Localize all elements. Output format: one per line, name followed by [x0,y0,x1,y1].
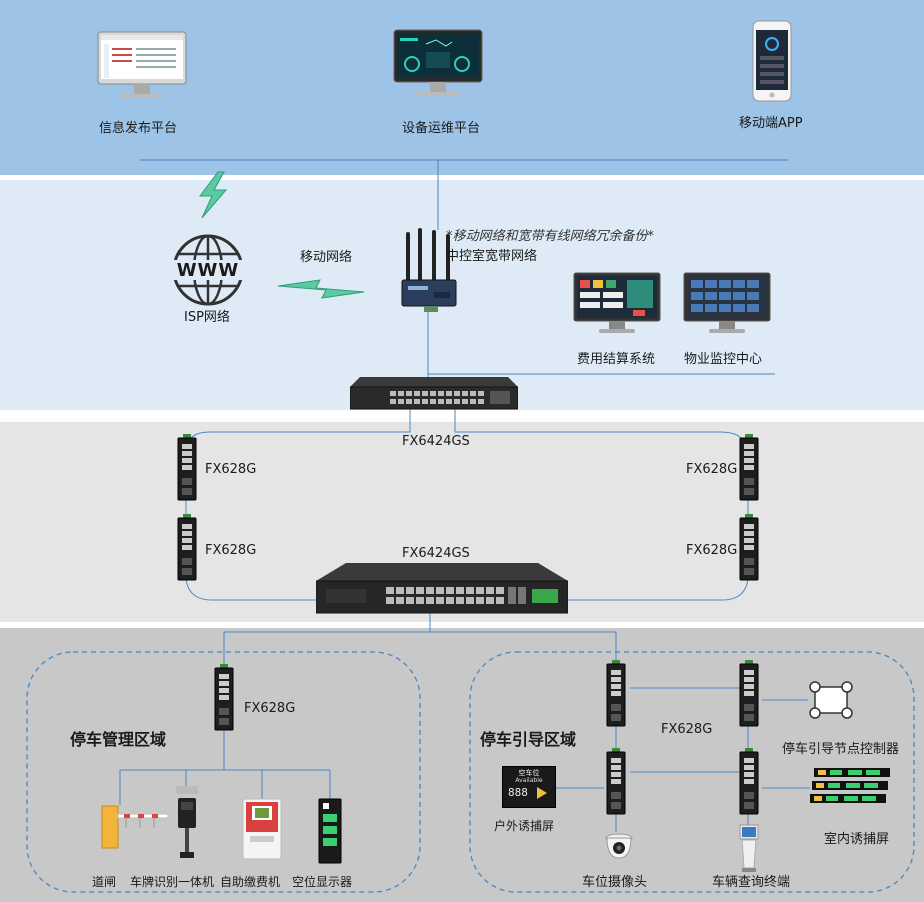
isp-label: ISP网络 [184,310,230,325]
sign-digits: 888 [508,786,528,799]
din-switch-icon [739,434,759,501]
gate-label: 道闸 [92,875,117,889]
core-switch-top[interactable] [349,377,519,415]
parking-camera[interactable] [604,832,634,866]
mobile-network-label: 移动网络 [300,250,353,265]
router-icon [401,228,457,312]
barrier-gate-icon [101,805,169,849]
guide-zone-title: 停车引导区域 [480,730,577,749]
guide-switch-d[interactable] [739,748,759,820]
din-switch-icon [606,748,626,815]
indoor-screen-label: 室内诱捕屏 [824,832,890,847]
ops-platform-monitor[interactable] [392,28,484,104]
din-switch-icon [214,664,234,731]
info-platform-label: 信息发布平台 [99,121,178,136]
broadband-label: 中控室宽带网络 [446,249,538,264]
query-kiosk-icon [739,824,759,872]
core-switch-bottom[interactable] [315,563,569,619]
mgmt-zone-title: 停车管理区域 [70,730,167,749]
guide-switch-a[interactable] [606,660,626,732]
camera-label: 车位摄像头 [582,875,648,890]
din-switch-icon [739,660,759,727]
lpr-unit[interactable] [172,786,202,866]
din-switch-icon [739,748,759,815]
guide-switch-c[interactable] [606,748,626,820]
field-band [0,628,924,902]
rack-switch-icon [315,563,569,614]
billing-monitor-icon [573,272,661,333]
vacancy-display[interactable] [318,798,342,868]
indoor-led-screen-icon [810,768,890,803]
phone-icon [752,20,792,102]
outdoor-guide-screen[interactable]: 空车位 Available 888 [502,766,556,808]
redundancy-note: *移动网络和宽带有线网络冗余备份* [446,229,655,244]
din-switch-icon [177,514,197,581]
surveillance-monitor-icon [683,272,771,333]
guide-switch-label: FX628G [661,722,713,737]
info-platform-monitor[interactable] [96,30,188,106]
switch-top-left[interactable] [177,434,197,506]
node-controller[interactable] [808,680,854,724]
billing-system-monitor[interactable] [573,272,661,340]
arrow-right-icon [537,787,547,799]
vacancy-label: 空位显示器 [292,875,353,889]
din-switch-icon [177,434,197,501]
core-switch-top-label: FX6424GS [402,434,470,449]
globe-icon: WWW [170,232,246,312]
billing-label: 费用结算系统 [577,352,656,367]
rack-switch-icon [349,377,519,410]
monitor-icon [97,31,187,98]
switch-bottom-left[interactable] [177,514,197,586]
query-terminal-label: 车辆查询终端 [712,875,791,890]
core-switch-bottom-label: FX6424GS [402,546,470,561]
din-switch-icon [739,514,759,581]
dashboard-monitor-icon [393,29,483,96]
switch-bottom-left-label: FX628G [205,543,257,558]
kiosk-icon [242,798,282,860]
control-band [0,180,924,410]
www-text: WWW [176,260,240,281]
mobile-app-phone[interactable] [752,20,792,106]
monitor-center-monitor[interactable] [683,272,771,340]
switch-bottom-right[interactable] [739,514,759,586]
node-controller-label: 停车引导节点控制器 [782,742,900,757]
4g-router[interactable] [398,228,460,318]
switch-bottom-right-label: FX628G [686,543,738,558]
sign-subtitle: Available [515,777,543,784]
guide-switch-b[interactable] [739,660,759,732]
mobile-lightning-icon [276,272,366,308]
ops-platform-label: 设备运维平台 [402,121,481,136]
node-controller-icon [809,681,853,719]
mgmt-zone-switch[interactable] [214,664,234,736]
lpr-label: 车牌识别一体机 [130,875,215,889]
payment-kiosk[interactable] [242,798,282,864]
barrier-gate[interactable] [100,800,170,854]
dome-camera-icon [605,833,633,859]
switch-top-left-label: FX628G [205,462,257,477]
switch-top-right-label: FX628G [686,462,738,477]
vacancy-sign-icon [318,798,342,864]
vehicle-query-terminal[interactable] [738,824,760,878]
indoor-guide-screens[interactable] [810,768,890,808]
lpr-camera-icon [176,786,198,858]
kiosk-label: 自助缴费机 [220,875,281,889]
wireless-lightning-icon [192,170,232,224]
din-switch-icon [606,660,626,727]
monitor-center-label: 物业监控中心 [684,352,763,367]
sign-title: 空车位 [518,769,540,777]
outdoor-screen-label: 户外诱捕屏 [494,819,555,833]
switch-top-right[interactable] [739,434,759,506]
mgmt-switch-label: FX628G [244,701,296,716]
mobile-app-label: 移动端APP [739,116,803,131]
